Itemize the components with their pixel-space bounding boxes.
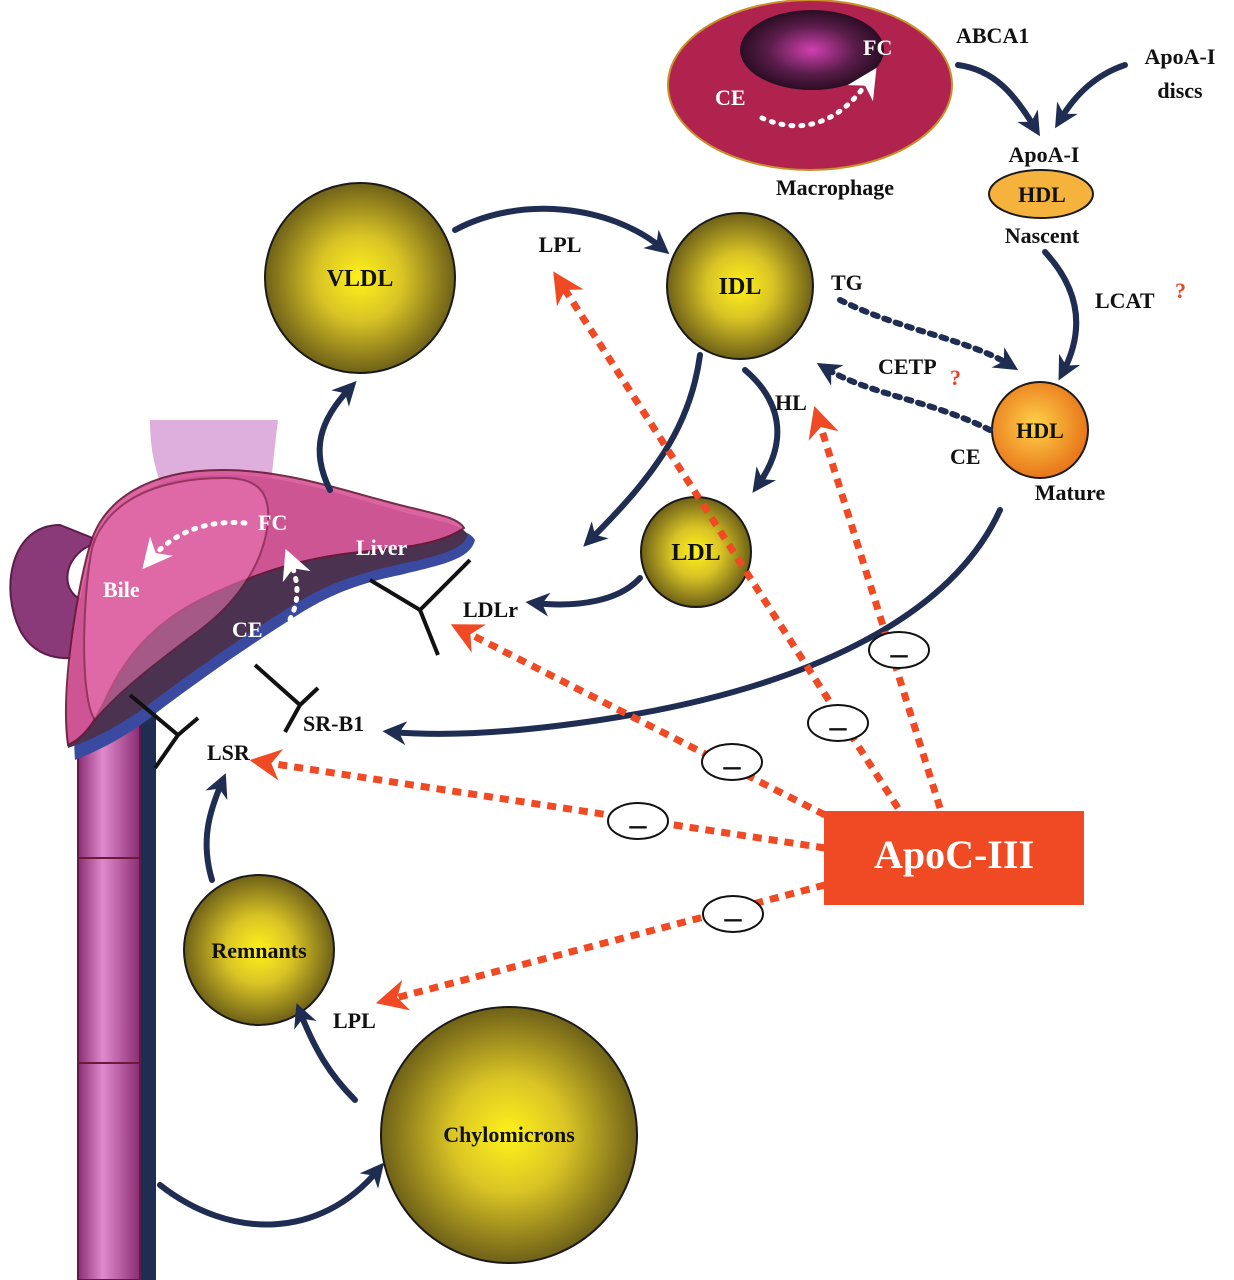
lpl-bottom-label: LPL — [333, 1008, 376, 1033]
abca1-label: ABCA1 — [956, 23, 1029, 48]
minus-badges — [607, 631, 930, 933]
liver-label: Liver — [356, 535, 408, 560]
mature-hdl-to-srb1-arrow — [382, 507, 1003, 746]
liver-ce-to-fc-arrow — [282, 548, 311, 631]
apoai-label: ApoA-I — [1009, 142, 1080, 167]
minus-badge — [702, 895, 764, 933]
nascent-hdl-disc — [988, 169, 1094, 219]
minus-sign: – — [829, 708, 848, 745]
vldl-to-idl-arrow — [452, 205, 670, 255]
macrophage-label: Macrophage — [776, 175, 894, 200]
lpl-top-label: LPL — [539, 232, 582, 257]
minus-badge — [807, 704, 869, 742]
minus-badge — [868, 631, 930, 669]
apociii-box — [824, 811, 1084, 905]
remnants-label: Remnants — [211, 938, 307, 963]
minus-badge — [701, 743, 763, 781]
tg-exchange-arrow — [837, 297, 1019, 371]
cetp-question-mark: ? — [950, 365, 961, 390]
ce-exchange-arrow — [816, 363, 993, 433]
liver-fc-to-bile-arrow — [142, 520, 248, 570]
inhibit-ldlr-line — [450, 624, 827, 819]
minus-badge — [607, 802, 669, 840]
srb1-label: SR-B1 — [303, 711, 364, 736]
idl-label: IDL — [719, 274, 762, 300]
chylomicrons-to-remnants-arrow — [294, 1003, 358, 1103]
srb1-receptor — [253, 663, 320, 733]
mature-hdl-label: HDL — [1016, 418, 1064, 443]
nascent-hdl-label: HDL — [1018, 182, 1066, 207]
bile-label: Bile — [103, 577, 140, 602]
vldl-label: VLDL — [327, 266, 394, 292]
nascent-to-mature-arrow — [1042, 249, 1081, 381]
minus-sign: – — [723, 747, 742, 784]
remnants-particle — [183, 874, 335, 1026]
hdl-ce-label: CE — [950, 444, 981, 469]
abca1-arrow — [955, 62, 1040, 137]
inhibit-lpl-bottom-line — [375, 881, 826, 1011]
chylomicrons-particle — [380, 1006, 638, 1264]
vldl-particle — [264, 182, 456, 374]
apoai-discs-label-line2: discs — [1157, 78, 1203, 103]
macrophage-cell — [667, 0, 953, 171]
chylomicrons-label: Chylomicrons — [443, 1122, 575, 1147]
ldlr-label: LDLr — [463, 597, 518, 622]
cetp-label: CETP — [878, 354, 937, 379]
apociii-label: ApoC-III — [874, 832, 1034, 877]
remnants-to-lsr-arrow — [203, 773, 228, 883]
macrophage-ce-to-fc-arrow — [759, 67, 877, 129]
minus-sign: – — [724, 899, 743, 936]
inhibit-hl-line — [808, 405, 944, 810]
lcat-label: LCAT — [1095, 288, 1155, 313]
nascent-label: Nascent — [1005, 223, 1080, 248]
idl-to-liver-arrow — [583, 352, 703, 547]
hl-label: HL — [775, 390, 807, 415]
mature-label: Mature — [1035, 480, 1106, 505]
minus-sign: – — [629, 806, 648, 843]
ldl-to-ldlr-arrow — [525, 575, 643, 617]
idl-particle — [666, 212, 814, 360]
liver-fc-label: FC — [258, 510, 287, 535]
ldlr-receptor — [368, 558, 472, 656]
macrophage-fc-label: FC — [863, 35, 892, 60]
lsr-receptor — [128, 693, 200, 770]
tg-label: TG — [831, 270, 863, 295]
liver-to-vldl-arrow — [316, 380, 357, 493]
minus-sign: – — [890, 635, 909, 672]
macrophage-ce-label: CE — [715, 85, 746, 110]
apoai-discs-arrow — [1055, 62, 1128, 129]
apoai-discs-label-line1: ApoA-I — [1145, 44, 1216, 69]
lcat-question-mark: ? — [1175, 278, 1186, 303]
idl-to-ldl-arrow — [742, 367, 781, 493]
intestine-to-chylomicrons-arrow — [157, 1162, 385, 1228]
ldl-label: LDL — [671, 540, 720, 566]
liver-ce-label: CE — [232, 617, 263, 642]
lsr-label: LSR — [207, 740, 251, 765]
